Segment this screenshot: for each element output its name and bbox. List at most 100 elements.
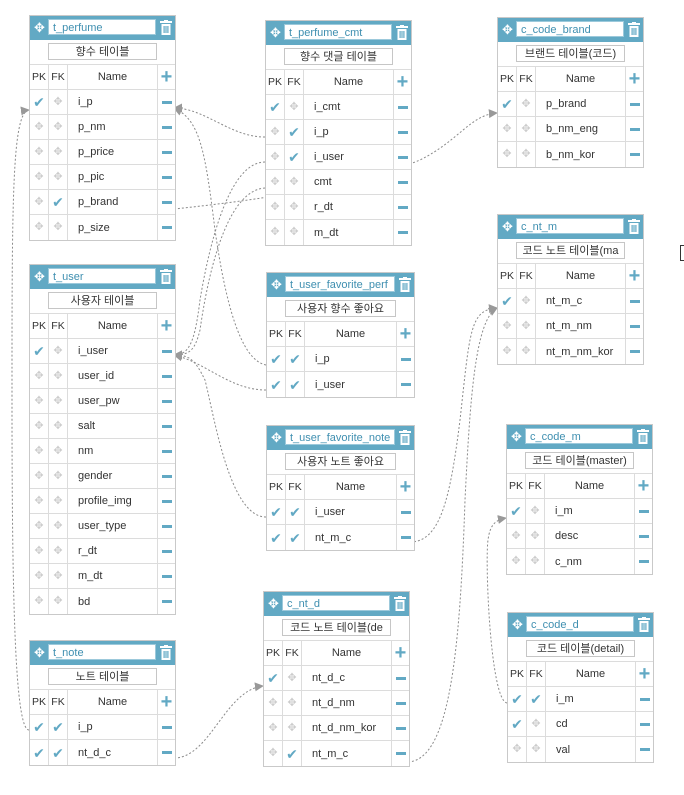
pk-cell[interactable]: ✥ (30, 190, 49, 214)
column-name[interactable]: b_nm_kor (536, 142, 626, 167)
trash-icon[interactable] (160, 20, 172, 35)
drag-handle-icon[interactable]: ✥ (53, 519, 63, 532)
table-header[interactable]: ✥c_nt_m (498, 215, 643, 239)
pk-cell[interactable]: ✥ (507, 524, 526, 548)
column-row[interactable]: ✔✔i_m (508, 687, 653, 712)
drag-handle-icon[interactable]: ✥ (34, 595, 44, 607)
pk-cell[interactable]: ✥ (498, 314, 517, 338)
trash-icon[interactable] (160, 645, 172, 660)
fk-cell[interactable]: ✥ (527, 712, 546, 736)
move-icon[interactable]: ✥ (34, 20, 45, 35)
remove-column-minus-icon[interactable] (397, 105, 408, 109)
pk-cell[interactable]: ✔ (508, 687, 527, 711)
pk-cell[interactable]: ✥ (30, 514, 49, 538)
column-row[interactable]: ✥✔p_brand (30, 190, 175, 215)
check-icon[interactable]: ✔ (501, 96, 513, 112)
column-name[interactable]: nt_m_c (302, 741, 392, 766)
move-icon[interactable]: ✥ (270, 25, 281, 40)
drag-handle-icon[interactable]: ✥ (289, 175, 299, 188)
check-icon[interactable]: ✔ (288, 124, 300, 140)
trash-icon[interactable] (396, 25, 408, 40)
drag-handle-icon[interactable]: ✥ (34, 145, 44, 158)
column-name[interactable]: nt_m_nm (536, 314, 626, 338)
pk-cell[interactable]: ✔ (30, 339, 49, 363)
fk-cell[interactable]: ✥ (49, 389, 68, 413)
table-header[interactable]: ✥c_code_m (507, 425, 652, 449)
column-name[interactable]: salt (68, 414, 158, 438)
drag-handle-icon[interactable]: ✥ (53, 569, 63, 582)
add-column-plus-icon[interactable]: + (399, 476, 412, 498)
column-name[interactable]: i_p (68, 715, 158, 739)
column-name[interactable]: b_nm_eng (536, 117, 626, 141)
drag-handle-icon[interactable]: ✥ (521, 97, 531, 110)
remove-column-minus-icon[interactable] (395, 676, 406, 680)
pk-cell[interactable]: ✔ (30, 740, 49, 765)
column-name[interactable]: i_p (68, 90, 158, 114)
drag-handle-icon[interactable]: ✥ (53, 344, 63, 357)
remove-column-minus-icon[interactable] (400, 383, 411, 386)
pk-cell[interactable]: ✥ (30, 165, 49, 189)
drag-handle-icon[interactable]: ✥ (53, 544, 63, 557)
drag-handle-icon[interactable]: ✥ (53, 170, 63, 183)
drag-handle-icon[interactable]: ✥ (512, 743, 522, 755)
fk-cell[interactable]: ✥ (283, 716, 302, 740)
column-row[interactable]: ✔✥nt_d_c (264, 666, 409, 691)
remove-column-minus-icon[interactable] (629, 102, 640, 106)
column-name[interactable]: i_m (546, 687, 636, 711)
trash-icon[interactable] (638, 617, 650, 632)
fk-cell[interactable]: ✥ (49, 115, 68, 139)
fk-cell[interactable]: ✔ (285, 145, 304, 169)
table-header[interactable]: ✥t_user_favorite_note (267, 426, 414, 450)
column-row[interactable]: ✥✥p_nm (30, 115, 175, 140)
remove-column-minus-icon[interactable] (395, 752, 406, 755)
table-name-input[interactable]: t_note (48, 644, 156, 660)
table-header[interactable]: ✥c_code_brand (498, 18, 643, 42)
fk-cell[interactable]: ✥ (49, 589, 68, 614)
pk-cell[interactable]: ✔ (498, 289, 517, 313)
remove-column-minus-icon[interactable] (397, 205, 408, 209)
fk-cell[interactable]: ✥ (49, 464, 68, 488)
fk-cell[interactable]: ✔ (49, 715, 68, 739)
column-row[interactable]: ✔✔i_p (267, 347, 414, 372)
column-row[interactable]: ✥✥val (508, 737, 653, 762)
remove-column-minus-icon[interactable] (629, 153, 640, 156)
column-name[interactable]: user_id (68, 364, 158, 388)
check-icon[interactable]: ✔ (33, 343, 45, 359)
drag-handle-icon[interactable]: ✥ (34, 569, 44, 582)
table-name-input[interactable]: c_code_d (526, 616, 634, 632)
column-name[interactable]: i_user (68, 339, 158, 363)
column-row[interactable]: ✥✥salt (30, 414, 175, 439)
move-icon[interactable]: ✥ (502, 219, 513, 234)
drag-handle-icon[interactable]: ✥ (530, 555, 540, 567)
remove-column-minus-icon[interactable] (397, 155, 408, 159)
column-name[interactable]: i_user (305, 500, 397, 524)
check-icon[interactable]: ✔ (511, 691, 523, 707)
check-icon[interactable]: ✔ (270, 529, 282, 546)
drag-handle-icon[interactable]: ✥ (502, 148, 512, 160)
check-icon[interactable]: ✔ (269, 99, 281, 115)
fk-cell[interactable]: ✔ (283, 741, 302, 766)
column-row[interactable]: ✥✥b_nm_kor (498, 142, 643, 167)
check-icon[interactable]: ✔ (530, 691, 542, 707)
table-comment-input[interactable]: 사용자 향수 좋아요 (285, 300, 396, 317)
add-column-plus-icon[interactable]: + (160, 315, 173, 337)
drag-handle-icon[interactable]: ✥ (53, 419, 63, 432)
fk-cell[interactable]: ✥ (49, 489, 68, 513)
table-header[interactable]: ✥t_user (30, 265, 175, 289)
remove-column-minus-icon[interactable] (161, 349, 172, 353)
add-column-plus-icon[interactable]: + (628, 265, 641, 287)
drag-handle-icon[interactable]: ✥ (287, 721, 297, 734)
drag-handle-icon[interactable]: ✥ (287, 696, 297, 709)
table-comment-input[interactable]: 브랜드 테이블(코드) (516, 45, 625, 62)
drag-handle-icon[interactable]: ✥ (289, 100, 299, 113)
drag-handle-icon[interactable]: ✥ (34, 170, 44, 183)
add-column-plus-icon[interactable]: + (637, 475, 650, 497)
table-name-input[interactable]: t_user (48, 268, 156, 284)
remove-column-minus-icon[interactable] (629, 127, 640, 131)
fk-cell[interactable]: ✥ (517, 142, 536, 167)
check-icon[interactable]: ✔ (289, 351, 301, 367)
